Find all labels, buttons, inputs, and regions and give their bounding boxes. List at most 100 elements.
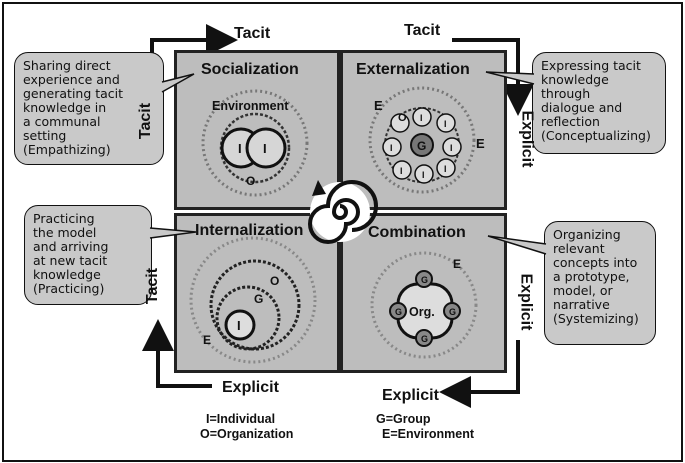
label-e-ext-left: E bbox=[374, 98, 383, 113]
arrow-label-right-upper: Explicit bbox=[518, 110, 536, 168]
label-e-comb: E bbox=[453, 257, 461, 271]
externalization-individual-node bbox=[412, 107, 432, 127]
label-environment: Environment bbox=[212, 99, 289, 113]
pointer-externalization bbox=[485, 71, 535, 85]
callout-line: narrative bbox=[553, 297, 610, 312]
callout-line: and arriving bbox=[33, 239, 109, 254]
externalization-individual-node bbox=[436, 113, 456, 133]
legend-right-1: G=Group bbox=[376, 412, 431, 426]
arrow-bottom-right bbox=[439, 340, 520, 408]
label-i-ext: I bbox=[450, 143, 453, 153]
callout-line: knowledge in bbox=[23, 100, 107, 115]
label-i-int: I bbox=[237, 318, 241, 333]
label-e-ext-right: E bbox=[476, 136, 485, 151]
arrow-label-bottom-left: Explicit bbox=[222, 379, 279, 396]
title-internalization: Internalization bbox=[195, 222, 304, 239]
callout-line: (Systemizing) bbox=[553, 311, 639, 326]
callout-line: through bbox=[541, 86, 591, 101]
callout-line: relevant bbox=[553, 241, 605, 256]
externalization-individual-node bbox=[442, 137, 462, 157]
callout-line: setting bbox=[23, 128, 67, 143]
callout-line: reflection bbox=[541, 114, 600, 129]
callout-combination: Organizing relevant concepts into a prot… bbox=[544, 221, 656, 345]
label-o-social: O bbox=[246, 174, 255, 188]
callout-internalization: Practicing the model and arriving at new… bbox=[24, 205, 152, 305]
label-i-ext: I bbox=[420, 113, 423, 123]
socialization-individual-right bbox=[245, 127, 287, 169]
callout-line: at new tacit bbox=[33, 253, 108, 268]
pointer-combination bbox=[487, 235, 547, 255]
label-g-comb: G bbox=[421, 275, 428, 285]
combination-environment-circle bbox=[370, 251, 478, 359]
label-i-ext: I bbox=[422, 170, 425, 180]
arrow-label-bottom-right: Explicit bbox=[382, 387, 439, 404]
arrow-bottom-left bbox=[142, 319, 212, 388]
label-i-left: I bbox=[238, 141, 242, 156]
externalization-individual-node bbox=[382, 137, 402, 157]
callout-line: (Conceptualizing) bbox=[541, 128, 651, 143]
pointer-socialization bbox=[161, 73, 195, 93]
label-i-right: I bbox=[263, 141, 267, 156]
arrow-label-right-lower: Explicit bbox=[517, 273, 535, 331]
callout-line: (Practicing) bbox=[33, 281, 105, 296]
legend-right-2: E=Environment bbox=[382, 427, 475, 441]
combination-group-node bbox=[415, 270, 433, 288]
internalization-environment-circle bbox=[189, 236, 317, 364]
legend-left-2: O=Organization bbox=[200, 427, 294, 441]
label-g-comb: G bbox=[395, 307, 402, 317]
externalization-group-node bbox=[410, 133, 434, 157]
title-externalization: Externalization bbox=[356, 61, 470, 78]
callout-line: dialogue and bbox=[541, 100, 623, 115]
pointer-internalization bbox=[149, 227, 197, 239]
callout-line: a communal bbox=[23, 114, 101, 129]
label-o-ext: O bbox=[398, 112, 407, 124]
legend-left-1: I=Individual bbox=[206, 412, 276, 426]
label-i-ext: I bbox=[400, 166, 403, 176]
externalization-individual-node bbox=[392, 160, 412, 180]
spiral-arrow-icon bbox=[312, 180, 326, 196]
combination-group-node bbox=[415, 329, 433, 347]
center-spiral bbox=[308, 180, 378, 244]
externalization-individual-node bbox=[390, 113, 410, 133]
combination-group-node bbox=[389, 302, 407, 320]
callout-line: concepts into bbox=[553, 255, 638, 270]
label-org: Org. bbox=[409, 305, 435, 319]
callout-line: (Empathizing) bbox=[23, 142, 111, 157]
center-spiral-fill bbox=[310, 182, 370, 242]
callout-line: the model bbox=[33, 225, 97, 240]
callout-line: Organizing bbox=[553, 227, 621, 242]
callout-line: knowledge bbox=[541, 72, 609, 87]
callout-line: model, or bbox=[553, 283, 613, 298]
label-e-int: E bbox=[203, 333, 211, 347]
callout-line: knowledge bbox=[33, 267, 101, 282]
callout-line: Practicing bbox=[33, 211, 95, 226]
label-g-comb: G bbox=[421, 334, 428, 344]
internalization-group-circle bbox=[215, 285, 281, 351]
label-g-comb: G bbox=[449, 307, 456, 317]
callout-line: Sharing direct bbox=[23, 58, 111, 73]
callout-line: experience and bbox=[23, 72, 120, 87]
externalization-environment-circle bbox=[368, 86, 476, 194]
title-combination: Combination bbox=[368, 224, 466, 241]
arrow-label-left-lower: Tacit bbox=[144, 267, 162, 305]
arrow-label-left-upper: Tacit bbox=[137, 102, 155, 140]
socialization-environment-circle bbox=[201, 89, 309, 197]
callout-socialization: Sharing direct experience and generating… bbox=[14, 52, 164, 165]
callout-line: Expressing tacit bbox=[541, 58, 641, 73]
callout-line: a prototype, bbox=[553, 269, 630, 284]
internalization-org-circle bbox=[209, 259, 301, 351]
label-i-ext: I bbox=[444, 164, 447, 174]
callout-externalization: Expressing tacit knowledge through dialo… bbox=[532, 52, 666, 154]
arrow-label-top-right: Tacit bbox=[404, 22, 441, 39]
externalization-individual-node bbox=[436, 158, 456, 178]
externalization-individual-node bbox=[414, 164, 434, 184]
quadrant-internalization bbox=[174, 213, 340, 373]
label-g-int: G bbox=[254, 292, 263, 306]
label-o-int: O bbox=[270, 274, 279, 288]
callout-line: generating tacit bbox=[23, 86, 124, 101]
arrow-label-top-left: Tacit bbox=[234, 25, 271, 42]
label-i-ext: I bbox=[444, 119, 447, 129]
title-socialization: Socialization bbox=[201, 61, 299, 78]
